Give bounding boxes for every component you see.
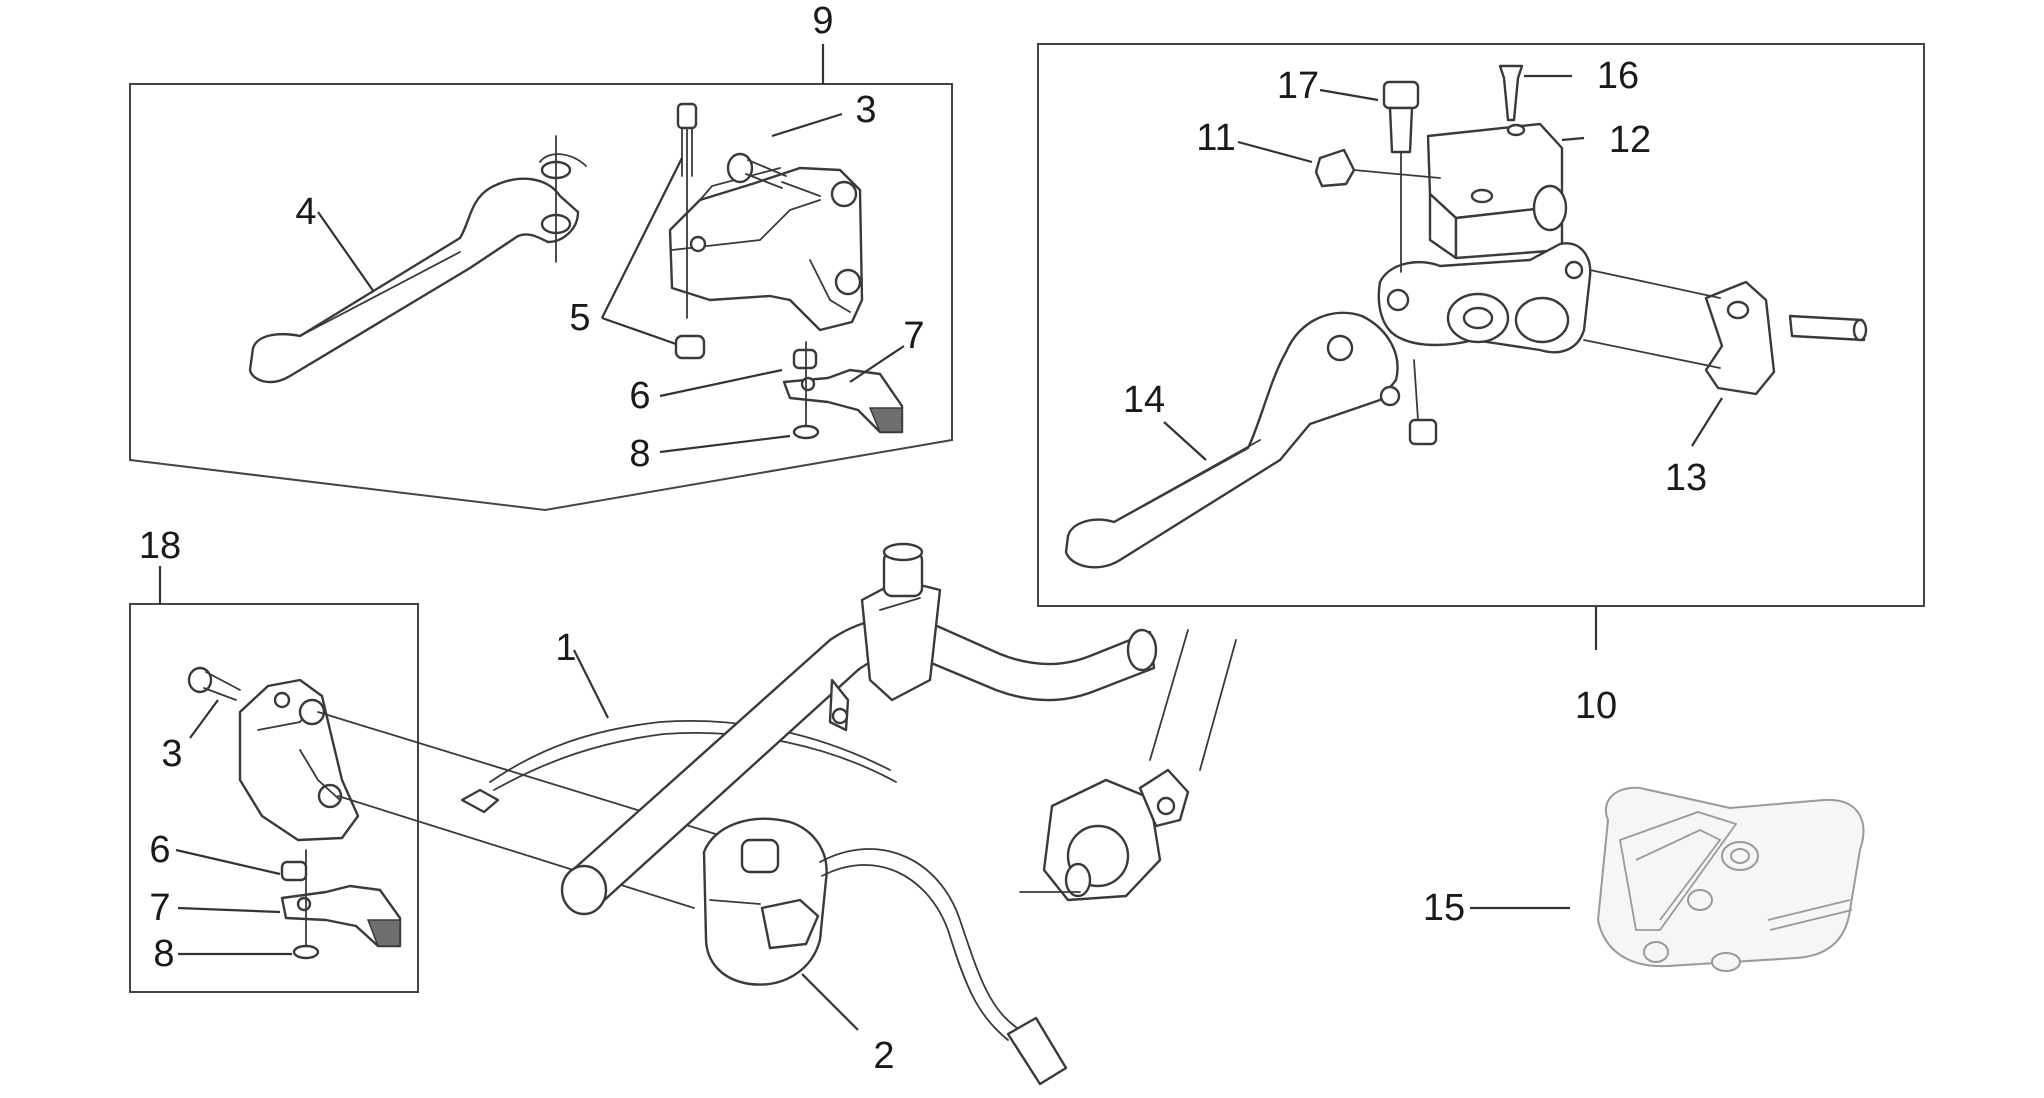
part-15-detail: [1596, 786, 1865, 972]
cable-1: [489, 719, 891, 783]
wire-connector: [1006, 1016, 1068, 1086]
callout-16: 16: [1597, 55, 1639, 97]
callout-6-upper: 6: [629, 375, 650, 417]
group-18-frame: [129, 603, 419, 993]
callout-13: 13: [1665, 457, 1707, 499]
callout-10: 10: [1575, 685, 1617, 727]
leader-lines: [175, 74, 1723, 1031]
callout-9: 9: [812, 0, 833, 42]
callout-7-lower: 7: [149, 887, 170, 929]
group-10-brake-master-cylinder-assembly: [1037, 43, 1925, 650]
lever-4-shape: [248, 177, 580, 384]
callout-labels: 9 3 4 5 6 7 8 18 3 6 7 8 1 2 17 16 11 12…: [139, 0, 1707, 1077]
callout-8-lower: 8: [153, 933, 174, 975]
handlebar-and-switch: [460, 542, 1237, 1086]
callout-15: 15: [1423, 887, 1465, 929]
perch-18-body: [238, 678, 360, 842]
group-9-frame: [129, 83, 953, 512]
callout-8-upper: 8: [629, 433, 650, 475]
group-10-frame: [1037, 43, 1925, 607]
group-9-clutch-lever-assembly: [129, 44, 953, 512]
callout-1: 1: [555, 627, 576, 669]
callout-3-upper: 3: [855, 89, 876, 131]
callout-6-lower: 6: [149, 829, 170, 871]
callout-7-upper: 7: [903, 315, 924, 357]
callout-14: 14: [1123, 379, 1165, 421]
group-18-lever-perch-assembly: [129, 566, 723, 993]
callout-12: 12: [1609, 119, 1651, 161]
callout-2: 2: [873, 1035, 894, 1077]
clamp-13: [1704, 280, 1776, 396]
clutch-perch-body: [668, 166, 864, 332]
callout-18: 18: [139, 525, 181, 567]
callout-4: 4: [295, 191, 316, 233]
lever-14-shape: [1064, 311, 1399, 569]
callout-17: 17: [1277, 65, 1319, 107]
callout-11: 11: [1196, 117, 1235, 159]
callout-3-lower: 3: [161, 733, 182, 775]
part-15-housing: [1596, 786, 1865, 968]
callout-5: 5: [569, 297, 590, 339]
